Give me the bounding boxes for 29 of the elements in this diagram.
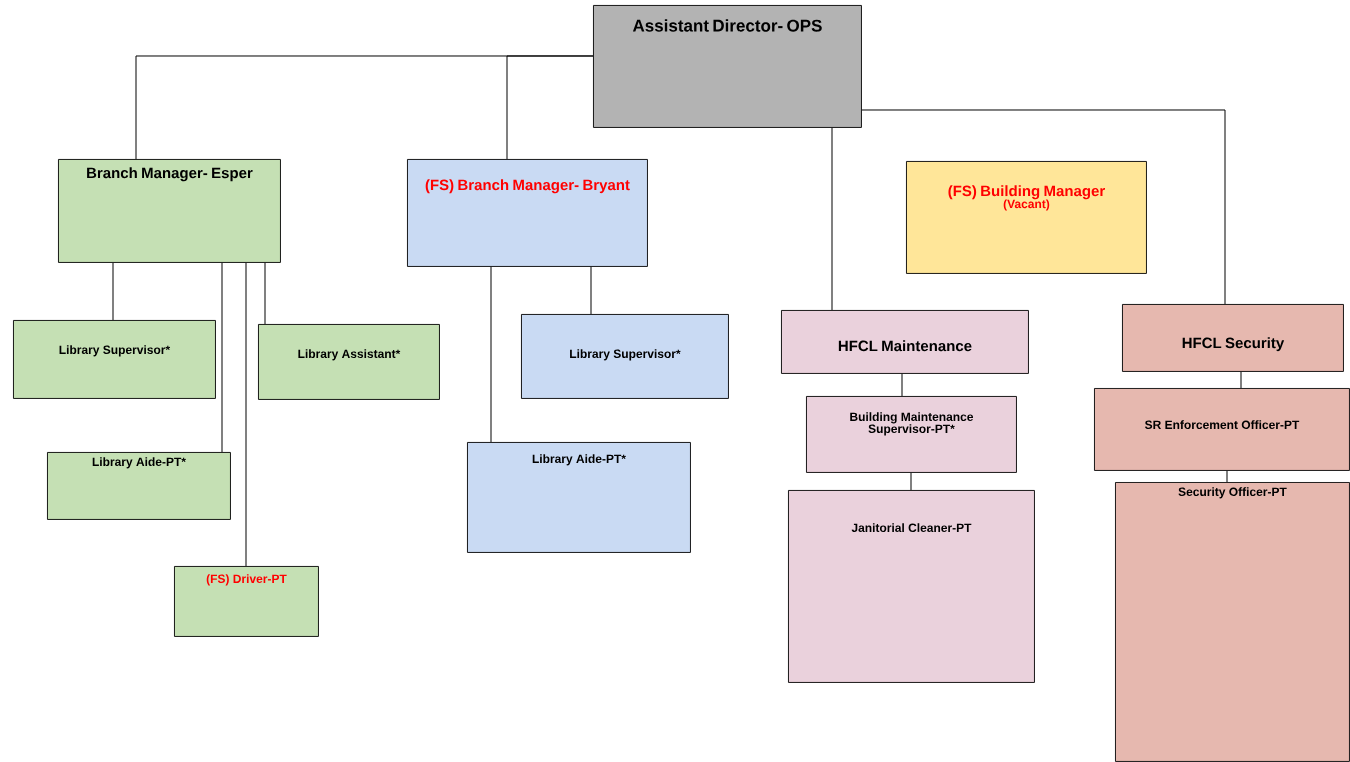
org-box: HFCL Maintenance xyxy=(781,310,1029,374)
connector-line xyxy=(221,262,223,453)
connector-line xyxy=(506,55,594,160)
connector-line xyxy=(1240,371,1242,389)
org-box: Library Supervisor* xyxy=(13,320,216,399)
org-box: Security Officer-PT xyxy=(1115,482,1350,762)
org-box: (FS) Driver-PT xyxy=(174,566,319,637)
connector-line xyxy=(1226,470,1228,483)
org-box: Assistant Director- OPS xyxy=(593,5,862,128)
org-box: (FS) Building Manager (Vacant) xyxy=(906,161,1147,274)
org-box: (FS) Branch Manager- Bryant xyxy=(407,159,648,267)
connector-line xyxy=(245,262,247,567)
org-box: Library Supervisor* xyxy=(521,314,729,399)
org-box: Building Maintenance Supervisor-PT* xyxy=(806,396,1017,473)
org-box: Janitorial Cleaner-PT xyxy=(788,490,1035,683)
connector-line xyxy=(861,109,1226,305)
connector-line xyxy=(264,262,266,325)
org-box: SR Enforcement Officer-PT xyxy=(1094,388,1350,471)
org-box: Branch Manager- Esper xyxy=(58,159,281,263)
connector-line xyxy=(490,266,492,443)
connector-line xyxy=(112,262,114,321)
org-box: Library Aide-PT* xyxy=(467,442,691,553)
connector-line xyxy=(901,373,903,397)
connector-line xyxy=(831,127,833,311)
connector-line xyxy=(910,472,912,491)
org-box: Library Assistant* xyxy=(258,324,440,400)
connector-line xyxy=(590,266,592,315)
org-box: HFCL Security xyxy=(1122,304,1344,372)
org-box: Library Aide-PT* xyxy=(47,452,231,520)
